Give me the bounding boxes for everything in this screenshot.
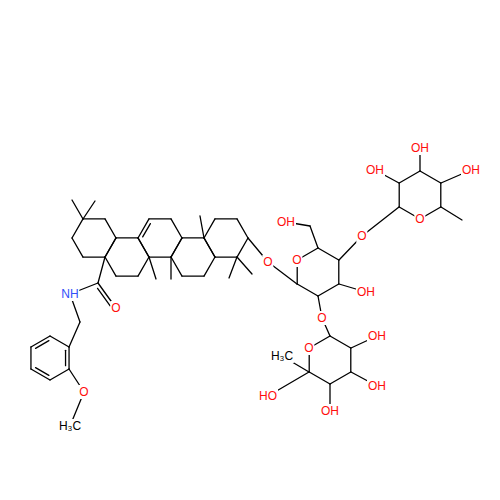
bond xyxy=(138,257,149,276)
bond xyxy=(116,237,138,238)
bond xyxy=(105,238,116,257)
atom-label: O xyxy=(356,229,367,243)
bond xyxy=(318,248,339,260)
bond xyxy=(98,288,111,306)
atom-label: H₃C xyxy=(58,419,82,433)
bond xyxy=(65,350,66,365)
bond xyxy=(138,238,149,257)
atom-label: OH xyxy=(320,404,340,418)
atom-label: HO xyxy=(258,389,278,403)
bond xyxy=(149,257,156,279)
bond xyxy=(83,201,95,219)
bond xyxy=(229,257,237,278)
bond xyxy=(309,372,330,384)
atom-label: O xyxy=(316,311,327,325)
bond xyxy=(105,219,116,238)
bond xyxy=(204,238,215,257)
atom-label: OH xyxy=(276,215,296,229)
atom-label: OH xyxy=(461,163,481,177)
atom-label: OH xyxy=(356,285,376,299)
bond xyxy=(338,260,339,284)
bond xyxy=(171,219,182,238)
bond xyxy=(138,238,149,257)
atom-label: O xyxy=(262,255,273,269)
bond xyxy=(350,348,351,372)
bond xyxy=(204,219,215,238)
bond xyxy=(30,347,31,369)
bond xyxy=(143,224,151,237)
bond xyxy=(116,275,138,276)
bond xyxy=(182,237,204,238)
atom-label: OH xyxy=(367,379,387,393)
bond xyxy=(200,216,204,238)
bond xyxy=(171,257,182,276)
atom-label: O xyxy=(78,385,89,399)
bond xyxy=(330,336,351,348)
bond xyxy=(36,368,49,376)
bond xyxy=(204,257,215,276)
bond xyxy=(72,238,83,257)
bond xyxy=(72,200,83,219)
bond xyxy=(105,238,116,257)
bond xyxy=(50,369,69,380)
bond xyxy=(399,171,420,183)
bond xyxy=(83,218,105,219)
atom-label: OH xyxy=(367,329,387,343)
atom-label: NH xyxy=(60,287,79,301)
bond xyxy=(204,238,215,257)
bond xyxy=(215,218,237,219)
bond xyxy=(215,256,237,257)
bond xyxy=(50,336,69,347)
atom-label: OH xyxy=(365,163,385,177)
bond xyxy=(330,372,351,384)
bond xyxy=(105,257,116,276)
bond xyxy=(237,238,248,257)
bond xyxy=(399,183,400,207)
atom-label: O xyxy=(414,212,425,226)
bond xyxy=(36,341,49,349)
bond xyxy=(318,284,339,296)
bond xyxy=(170,257,171,279)
atom-label: H₃C xyxy=(270,349,294,363)
bond xyxy=(98,257,105,283)
bond xyxy=(149,218,171,219)
atom-label: OH xyxy=(410,141,430,155)
bond xyxy=(237,219,248,238)
bond xyxy=(69,322,80,347)
bond xyxy=(171,238,182,257)
bond xyxy=(420,171,441,183)
bond xyxy=(441,207,462,220)
atom-label: O xyxy=(303,341,314,355)
atom-label: O xyxy=(110,301,121,315)
bond xyxy=(72,219,83,238)
bond xyxy=(83,256,105,257)
bond xyxy=(237,257,252,274)
bond xyxy=(310,226,318,248)
bond xyxy=(440,183,441,207)
atom-label: O xyxy=(291,253,302,267)
bond xyxy=(182,275,204,276)
bond xyxy=(149,256,171,257)
bond xyxy=(297,284,318,296)
bond xyxy=(68,347,69,369)
bond xyxy=(171,238,182,257)
